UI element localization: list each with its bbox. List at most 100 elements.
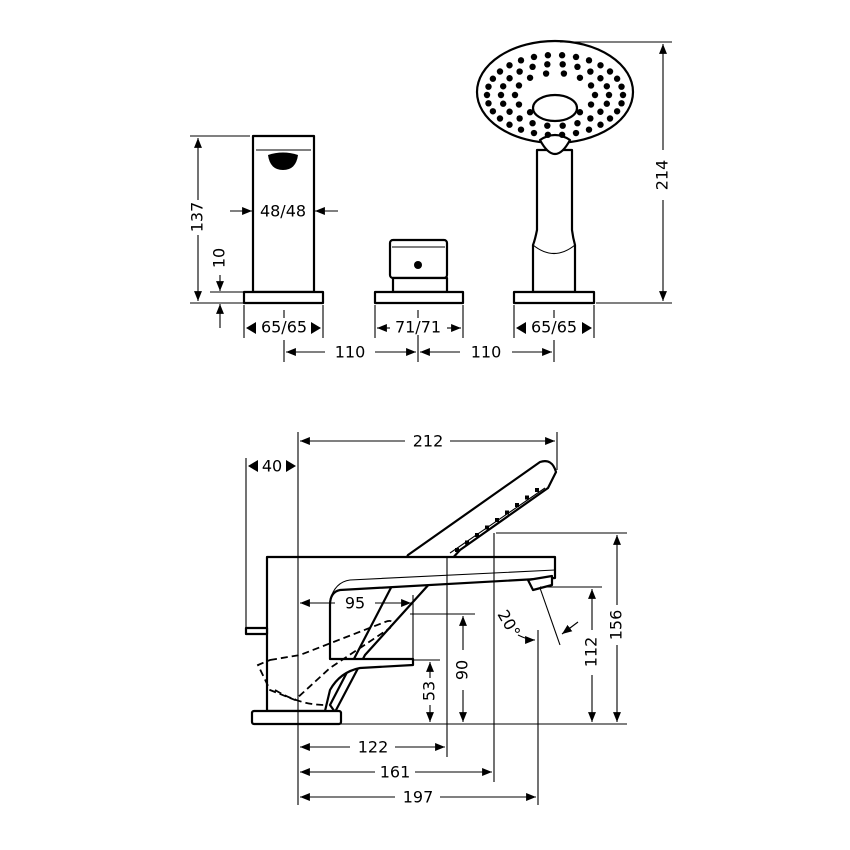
dimension-214: 214 bbox=[560, 41, 672, 304]
nozzle-dot bbox=[526, 74, 534, 81]
nozzle-dot bbox=[489, 108, 497, 115]
dim-label: 122 bbox=[358, 738, 389, 757]
dimension-197: 197 bbox=[300, 630, 539, 807]
nozzle-side bbox=[465, 540, 469, 545]
dim-label: 214 bbox=[653, 160, 672, 191]
dimension-137: 137 bbox=[188, 135, 250, 304]
dim-label: 90 bbox=[453, 660, 472, 680]
nozzle-dot bbox=[506, 108, 513, 115]
nozzle-dot bbox=[597, 108, 604, 115]
dimension-40: 40 bbox=[245, 457, 296, 628]
dim-label: 197 bbox=[403, 788, 434, 807]
nozzle-dot bbox=[597, 62, 604, 69]
nozzle-dot bbox=[585, 126, 593, 133]
nozzle-dot bbox=[587, 68, 594, 75]
nozzle-dot bbox=[489, 75, 497, 82]
dimension-10: 10 bbox=[210, 248, 244, 328]
nozzle-side bbox=[535, 488, 539, 492]
mixer-side bbox=[244, 460, 558, 726]
nozzle-dot bbox=[485, 83, 492, 90]
dimension-65-right: 65/65 bbox=[513, 305, 595, 338]
nozzle-side bbox=[495, 518, 499, 522]
dimension-angle-20: 20° bbox=[494, 587, 579, 646]
baseline bbox=[341, 613, 627, 725]
nozzle-dot bbox=[497, 91, 505, 99]
nozzle-dot bbox=[516, 115, 523, 122]
nozzle-dot bbox=[506, 62, 513, 69]
dimension-65-left: 65/65 bbox=[243, 305, 324, 338]
nozzle-dot bbox=[618, 83, 625, 90]
nozzle-side bbox=[515, 503, 519, 507]
nozzle-dot bbox=[572, 129, 580, 137]
nozzle-dot bbox=[618, 100, 625, 107]
dimension-95: 95 bbox=[300, 594, 414, 660]
nozzle-dot bbox=[496, 115, 504, 122]
dimension-212: 212 bbox=[297, 432, 558, 805]
nozzle-dot bbox=[544, 61, 551, 68]
nozzle-dot bbox=[597, 75, 604, 82]
nozzle-side bbox=[475, 533, 479, 537]
nozzle-dot bbox=[572, 53, 580, 61]
dim-label: 110 bbox=[335, 343, 366, 362]
dim-label: 112 bbox=[582, 637, 601, 668]
nozzle-dot bbox=[574, 119, 581, 127]
dim-label: 156 bbox=[607, 610, 626, 641]
nozzle-dot bbox=[587, 82, 595, 89]
nozzle-dot bbox=[544, 52, 552, 59]
nozzle-dot bbox=[530, 129, 538, 137]
nozzle-dot bbox=[605, 91, 613, 99]
diverter-front bbox=[373, 238, 465, 305]
nozzle-dot bbox=[591, 91, 599, 99]
nozzle-dot bbox=[511, 91, 519, 99]
spout-front bbox=[242, 134, 325, 305]
nozzle-side bbox=[485, 525, 489, 530]
nozzle-dot bbox=[613, 108, 621, 115]
dimension-53: 53 bbox=[420, 662, 439, 722]
dim-label: 65/65 bbox=[531, 318, 577, 337]
dim-label: 53 bbox=[420, 681, 439, 701]
nozzle-dot bbox=[529, 119, 536, 127]
nozzle-dot bbox=[499, 100, 507, 107]
nozzle-dot bbox=[558, 131, 566, 138]
center-spray bbox=[531, 93, 579, 123]
nozzle-dot bbox=[517, 126, 525, 133]
nozzle-dot bbox=[506, 75, 513, 82]
dim-label: 48/48 bbox=[260, 202, 306, 221]
dim-label: 65/65 bbox=[261, 318, 307, 337]
nozzle-dot bbox=[559, 122, 566, 129]
nozzle-dot bbox=[558, 52, 566, 59]
nozzle-dot bbox=[619, 91, 627, 99]
nozzle-dot bbox=[585, 57, 593, 64]
hand-shower-front bbox=[475, 39, 635, 305]
nozzle-dot bbox=[587, 101, 595, 108]
nozzle-side bbox=[525, 495, 529, 500]
dim-label: 40 bbox=[262, 457, 282, 476]
dim-label: 95 bbox=[345, 594, 365, 613]
nozzle-side bbox=[455, 548, 459, 552]
nozzle-dot bbox=[576, 74, 584, 81]
nozzle-dot bbox=[597, 121, 604, 128]
nozzle-dot bbox=[517, 57, 525, 64]
nozzle-dot bbox=[485, 100, 492, 107]
nozzle-dot bbox=[516, 68, 523, 75]
nozzle-dot bbox=[587, 115, 594, 122]
nozzle-dot bbox=[606, 68, 614, 75]
dimension-90: 90 bbox=[453, 616, 472, 722]
dimension-156: 156 bbox=[496, 532, 627, 722]
nozzle-dot bbox=[506, 121, 513, 128]
nozzle-dot bbox=[544, 131, 552, 138]
nozzle-dot bbox=[515, 101, 523, 108]
dimension-71: 71/71 bbox=[374, 305, 464, 338]
nozzle-dot bbox=[515, 82, 523, 89]
nozzle-dot bbox=[613, 75, 621, 82]
dimension-112: 112 bbox=[540, 586, 602, 722]
dim-label: 71/71 bbox=[395, 318, 441, 337]
nozzle-dot bbox=[603, 100, 611, 107]
nozzle-dot bbox=[603, 83, 611, 90]
dim-label: 110 bbox=[471, 343, 502, 362]
nozzle-dot bbox=[559, 61, 566, 68]
dim-label: 161 bbox=[380, 763, 411, 782]
nozzle-dot bbox=[576, 109, 584, 116]
